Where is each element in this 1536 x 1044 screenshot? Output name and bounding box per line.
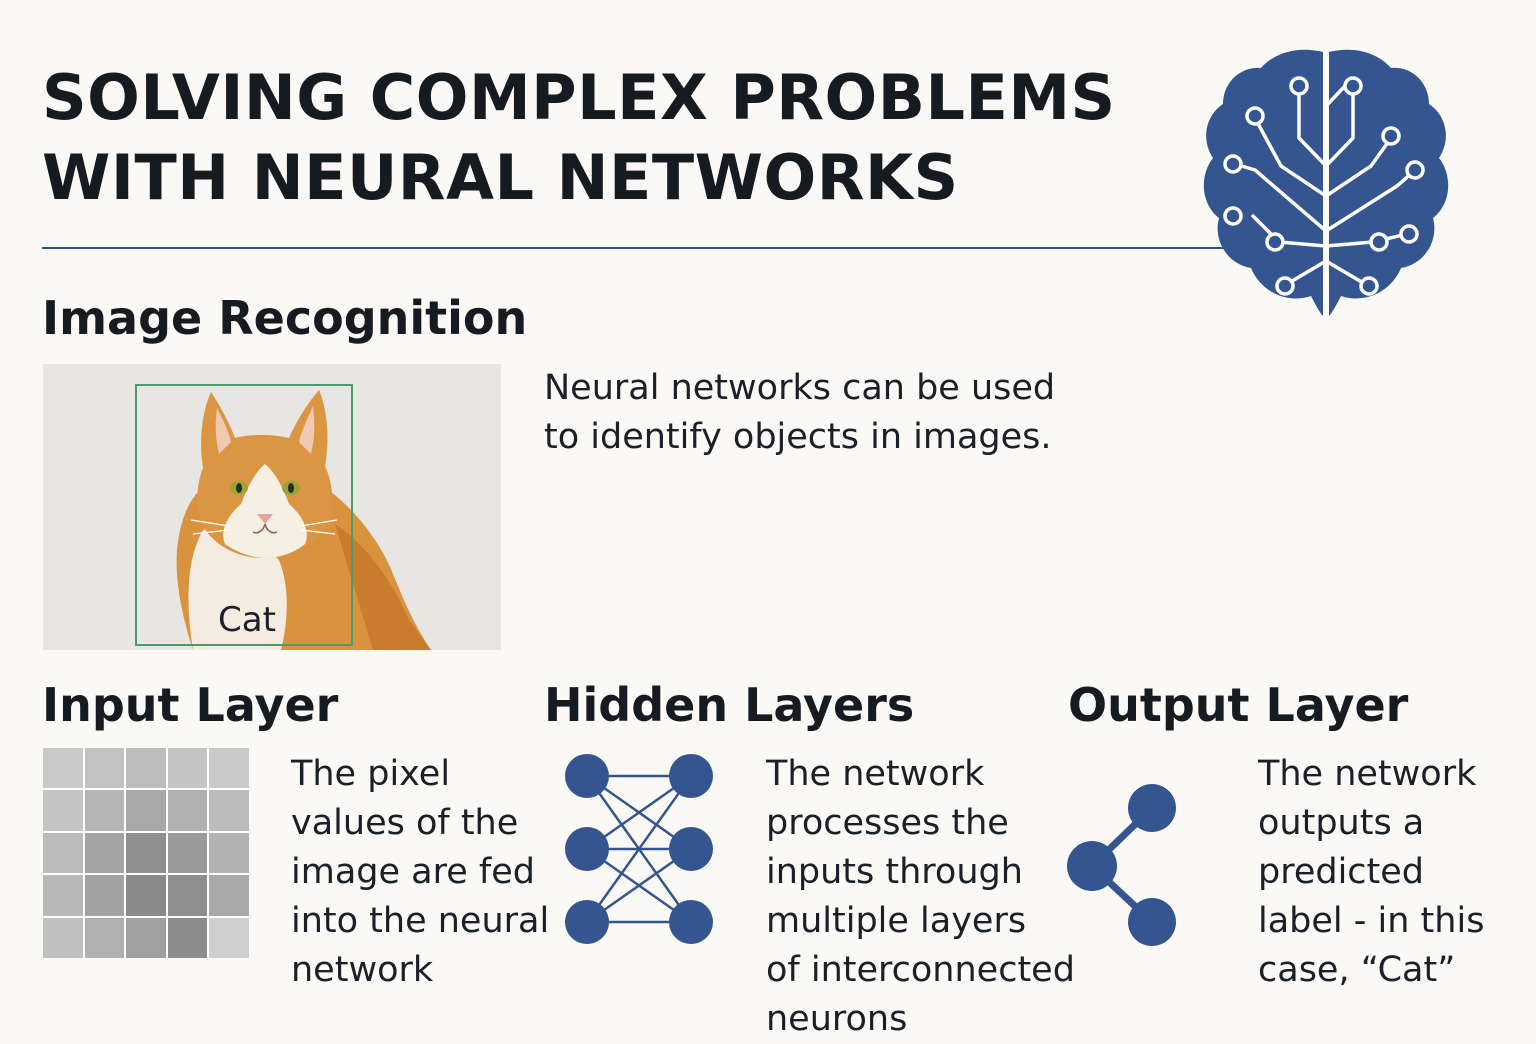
- pixel-cell: [209, 832, 249, 874]
- pixel-cell: [43, 875, 83, 916]
- cat-photo: [43, 364, 501, 650]
- share-nodes-icon: [1067, 784, 1176, 946]
- pixel-cell: [84, 748, 125, 789]
- title-divider: [42, 247, 1232, 249]
- network-graph-icon: [565, 754, 713, 944]
- image-recognition-description: Neural networks can be used to identify …: [544, 368, 1056, 457]
- title-line-2: WITH NEURAL NETWORKS: [42, 141, 959, 214]
- output-layer-heading: Output Layer: [1068, 678, 1409, 732]
- hidden-layers-description: The network processes the inputs through…: [766, 754, 1075, 1039]
- pixel-cell: [84, 790, 125, 831]
- pixel-cell: [43, 748, 83, 789]
- brain-circuit-icon: [1203, 49, 1449, 316]
- title-line-1: SOLVING COMPLEX PROBLEMS: [42, 61, 1116, 134]
- pixel-cell: [126, 875, 166, 916]
- pixel-cell: [43, 790, 83, 831]
- pixel-cell: [126, 917, 166, 958]
- pixel-cell: [84, 832, 125, 874]
- input-layer-description: The pixel values of the image are fed in…: [291, 754, 550, 990]
- pixel-cell: [209, 917, 249, 958]
- detection-label: Cat: [218, 600, 276, 640]
- pixel-cell: [126, 832, 166, 874]
- page-title: SOLVING COMPLEX PROBLEMS WITH NEURAL NET…: [42, 58, 1116, 218]
- pixel-cell: [126, 748, 166, 789]
- pixel-cell: [209, 875, 249, 916]
- pixel-cell: [209, 748, 249, 789]
- detection-bounding-box: [135, 384, 353, 646]
- image-recognition-heading: Image Recognition: [42, 291, 528, 345]
- pixel-cell: [167, 875, 208, 916]
- input-layer-heading: Input Layer: [42, 678, 339, 732]
- pixel-cell: [167, 832, 208, 874]
- pixel-cell: [167, 790, 208, 831]
- pixel-cell: [43, 917, 83, 958]
- hidden-layers-heading: Hidden Layers: [544, 678, 915, 732]
- pixel-cell: [43, 832, 83, 874]
- pixel-cell: [167, 917, 208, 958]
- cat-illustration-icon: [176, 390, 431, 650]
- pixel-cell: [209, 790, 249, 831]
- pixel-cell: [126, 790, 166, 831]
- pixel-cell: [84, 917, 125, 958]
- pixel-grid: [43, 748, 249, 958]
- output-layer-description: The network outputs a predicted label - …: [1258, 754, 1485, 990]
- pixel-cell: [84, 875, 125, 916]
- pixel-cell: [167, 748, 208, 789]
